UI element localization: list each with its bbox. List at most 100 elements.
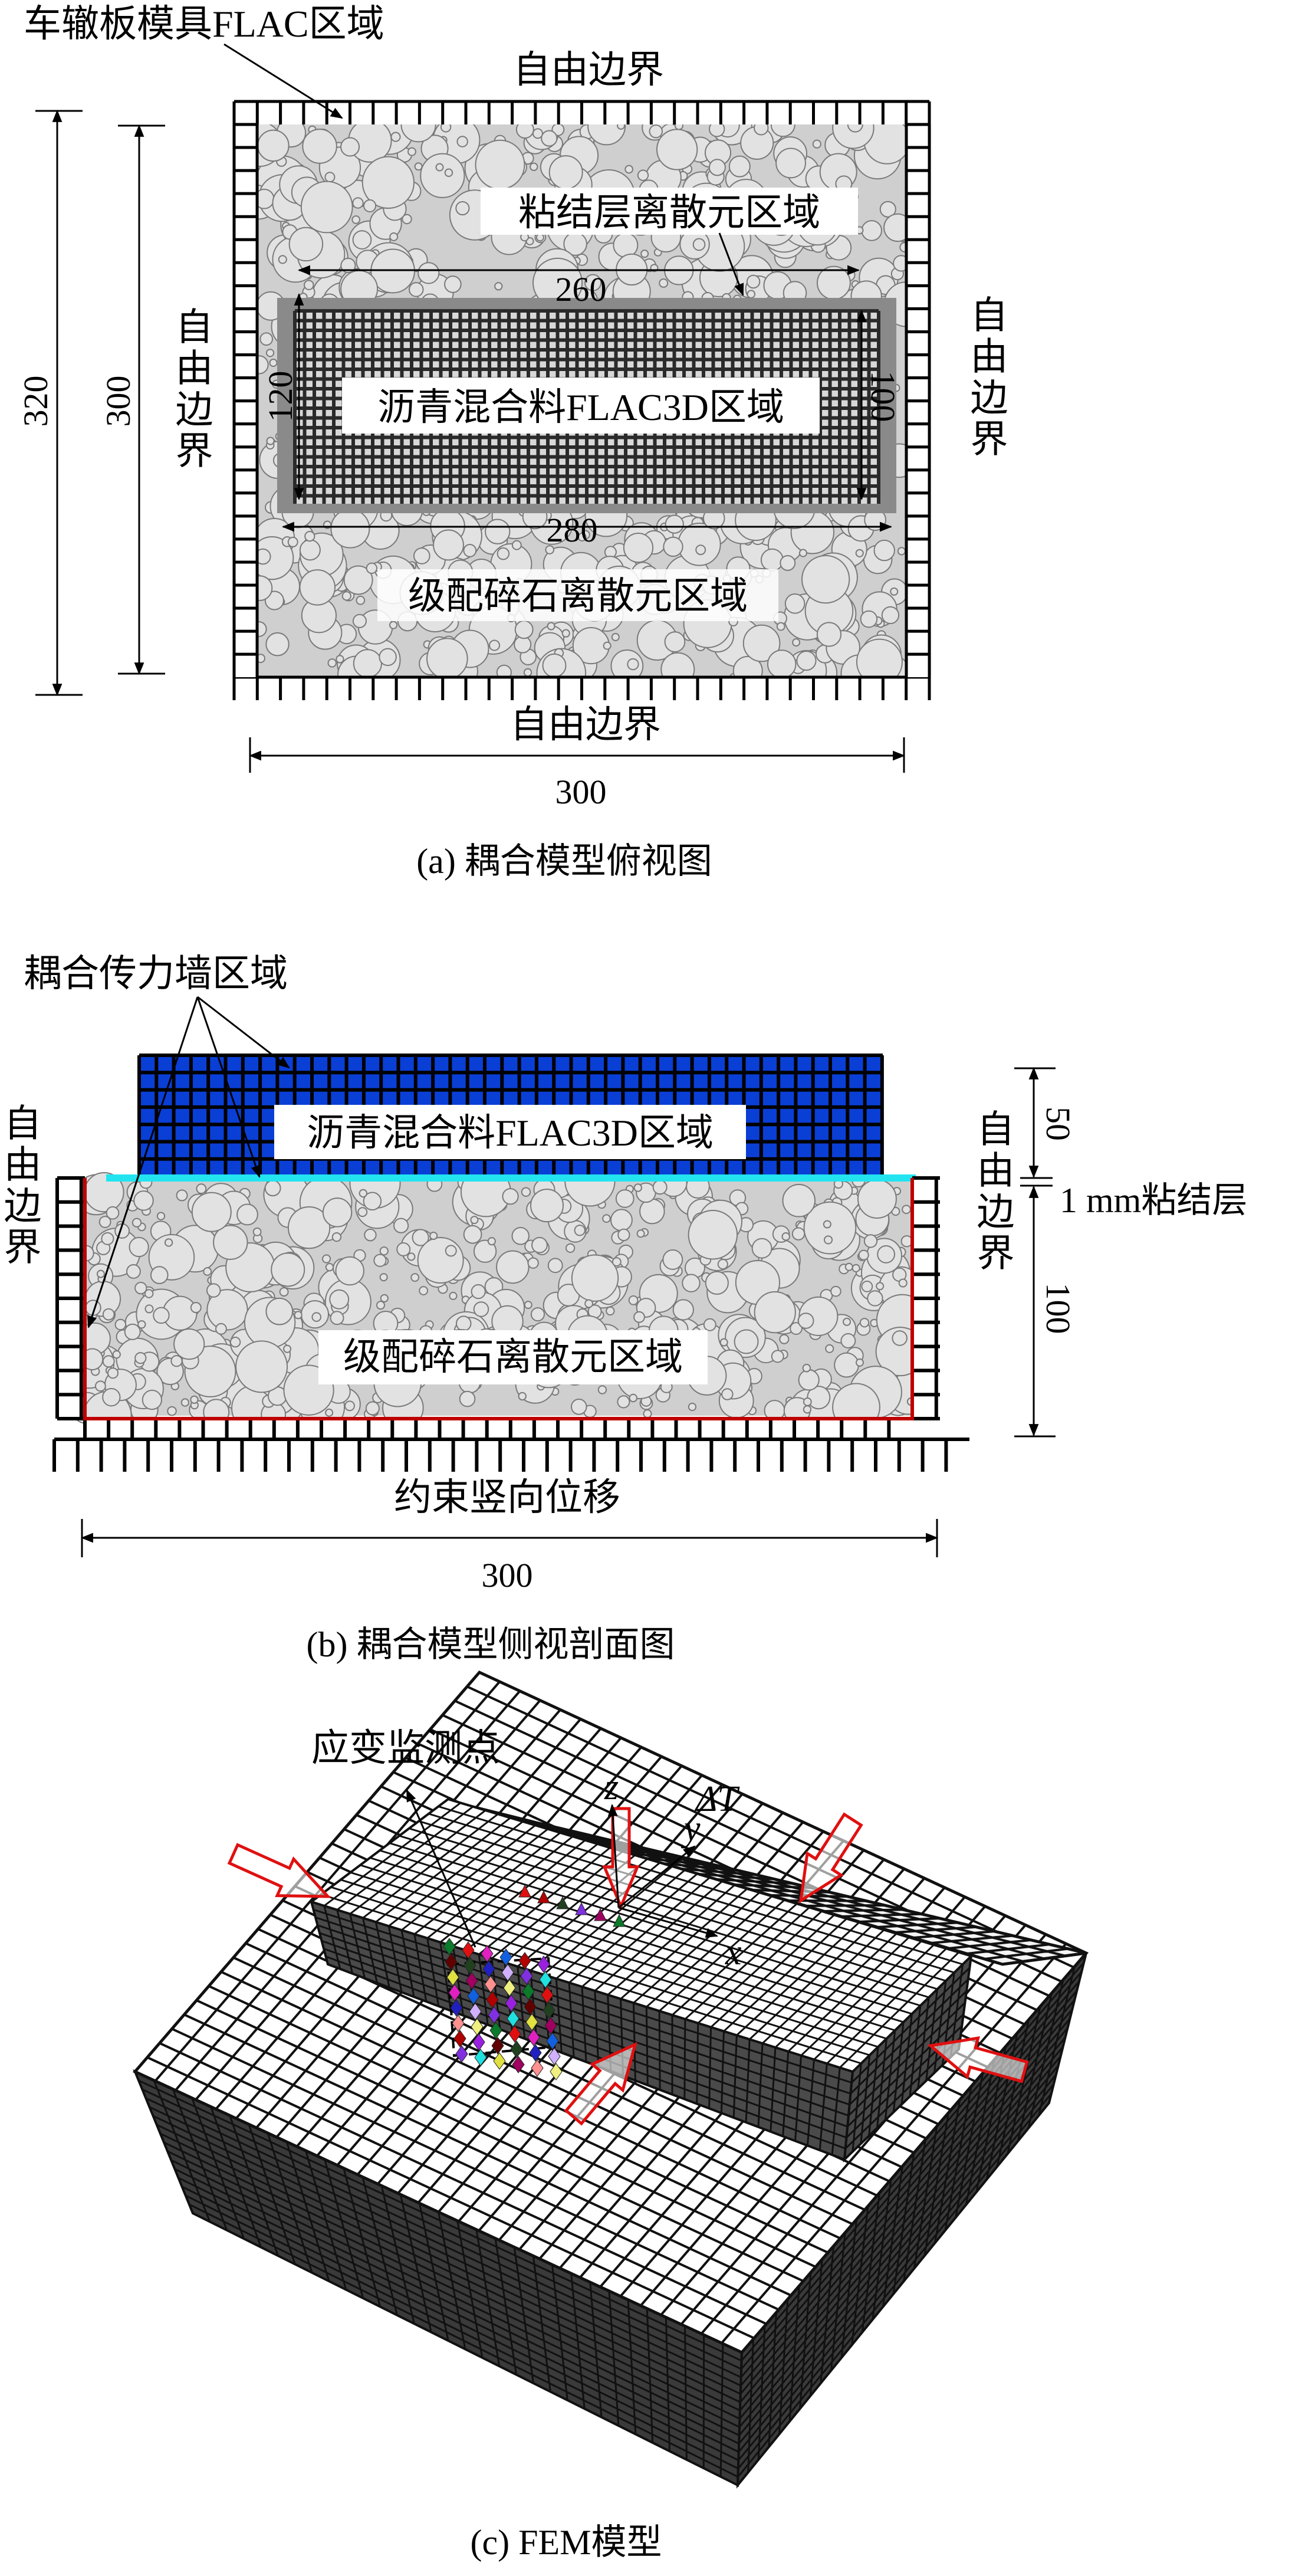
aggregate-particle bbox=[798, 549, 807, 557]
aggregate-particle bbox=[803, 1201, 857, 1255]
monitor-point bbox=[471, 2018, 484, 2036]
aggregate-particle bbox=[695, 544, 706, 556]
aggregate-particle bbox=[364, 1228, 377, 1242]
aggregate-particle bbox=[417, 262, 440, 284]
aggregate-particle bbox=[271, 1252, 305, 1287]
aggregate-particle bbox=[541, 130, 558, 147]
aggregate-particle bbox=[445, 1245, 457, 1257]
aggregate-particle bbox=[861, 1280, 873, 1292]
aggregate-particle bbox=[742, 624, 781, 662]
aggregate-particle bbox=[902, 1205, 911, 1215]
aggregate-particle bbox=[409, 282, 424, 297]
coupling-wall-red-line bbox=[83, 1178, 914, 1420]
aggregate-particle bbox=[433, 529, 464, 561]
aggregate-particle bbox=[407, 1252, 416, 1261]
aggregate-particle bbox=[527, 1257, 539, 1269]
aggregate-particle bbox=[449, 1291, 458, 1300]
aggregate-particle bbox=[535, 233, 544, 242]
aggregate-particle bbox=[637, 169, 649, 181]
aggregate-particle bbox=[265, 1297, 294, 1325]
aggregate-particle bbox=[834, 1352, 859, 1378]
aggregate-particle bbox=[705, 1271, 729, 1295]
aggregate-particle bbox=[615, 1189, 635, 1208]
aggregate-particle bbox=[167, 1406, 177, 1416]
aggregate-particle bbox=[203, 1267, 212, 1276]
aggregate-particle bbox=[610, 1209, 633, 1232]
aggregate-particle bbox=[823, 1220, 831, 1229]
aggregate-particle bbox=[857, 1179, 897, 1219]
aggregate-particle bbox=[636, 1229, 645, 1238]
aggregate-particle bbox=[775, 147, 806, 179]
aggregate-particle bbox=[823, 1235, 833, 1245]
aggregate-particle bbox=[530, 1189, 564, 1223]
aggregate-particle bbox=[215, 1323, 227, 1335]
aggregate-particle bbox=[335, 1256, 364, 1286]
aggregate-particle bbox=[708, 159, 726, 176]
aggregate-particle bbox=[294, 1311, 303, 1320]
left-wall-lines bbox=[55, 1176, 85, 1420]
aggregate-particle bbox=[779, 1334, 790, 1344]
aggregate-particle bbox=[782, 1184, 816, 1218]
dim-260: 260 bbox=[555, 270, 607, 309]
aggregate-particle bbox=[497, 547, 510, 560]
monitor-point bbox=[452, 2014, 465, 2032]
aggregate-particle bbox=[863, 1234, 878, 1248]
aggregate-particle bbox=[633, 1183, 642, 1192]
monitor-point bbox=[537, 1955, 550, 1973]
aggregate-particle bbox=[366, 562, 378, 574]
aggregate-particle bbox=[299, 569, 336, 606]
aggregate-particle bbox=[665, 514, 684, 534]
aggregate-particle bbox=[678, 522, 721, 566]
aggregate-particle bbox=[662, 1249, 683, 1270]
aggregate-particle bbox=[336, 655, 344, 664]
aggregate-particle bbox=[102, 1308, 115, 1321]
aggregate-particle bbox=[340, 137, 360, 157]
aggregate-particle bbox=[325, 1408, 334, 1417]
aggregate-particle bbox=[781, 1232, 791, 1241]
surface-monitor-point bbox=[613, 1914, 626, 1927]
aggregate-particle bbox=[322, 1197, 353, 1228]
strain-monitoring-points bbox=[443, 1884, 626, 2081]
load-arrow bbox=[602, 1807, 640, 1911]
wall-region-label: 耦合传力墙区域 bbox=[24, 953, 288, 995]
aggregate-particle bbox=[688, 1402, 697, 1412]
frame-top-lines bbox=[232, 100, 931, 124]
aggregate-particle bbox=[365, 1401, 380, 1416]
monitor-point bbox=[482, 1960, 495, 1978]
aggregate-particle bbox=[380, 1294, 389, 1303]
monitor-point bbox=[462, 1941, 475, 1959]
monitor-point bbox=[499, 1948, 512, 1966]
aggregate-particle bbox=[252, 1227, 262, 1236]
aggregate-particle bbox=[229, 1336, 241, 1348]
right-free-boundary-label: 自由边界 bbox=[965, 295, 1008, 460]
aggregate-region-label-side: 级配碎石离散元区域 bbox=[343, 1336, 683, 1378]
monitor-point bbox=[546, 2032, 559, 2050]
aggregate-particle bbox=[816, 622, 842, 647]
aggregate-particle bbox=[410, 1273, 420, 1282]
asphalt-region-label: 沥青混合料FLAC3D区域 bbox=[377, 386, 784, 428]
aggregate-particle bbox=[531, 1236, 548, 1253]
aggregate-particle bbox=[746, 274, 761, 289]
aggregate-particle bbox=[798, 1369, 820, 1391]
aggregate-particle bbox=[150, 1266, 169, 1284]
monitor-point bbox=[520, 1967, 533, 1985]
aggregate-particle bbox=[879, 201, 896, 218]
aggregate-particle bbox=[603, 641, 612, 650]
aggregate-particle bbox=[144, 1304, 154, 1314]
frame-left-lines bbox=[232, 123, 259, 677]
left-free-boundary-side: 自由边界 bbox=[0, 1103, 41, 1268]
monitor-point bbox=[508, 2025, 521, 2043]
aggregate-particle bbox=[881, 606, 900, 625]
aggregate-particle bbox=[287, 536, 298, 547]
aggregate-particle bbox=[760, 548, 784, 572]
axis-y-label: y bbox=[680, 1809, 701, 1849]
monitor-points-label: 应变监测点 bbox=[311, 1727, 500, 1769]
aggregate-particle bbox=[801, 554, 850, 604]
axis-y-line bbox=[618, 1845, 696, 1909]
aggregate-particle bbox=[547, 622, 555, 631]
aggregate-particle bbox=[867, 1290, 883, 1307]
aggregate-particle bbox=[877, 1245, 896, 1264]
surface-monitor-point bbox=[518, 1884, 531, 1898]
aggregate-particle bbox=[352, 230, 372, 250]
